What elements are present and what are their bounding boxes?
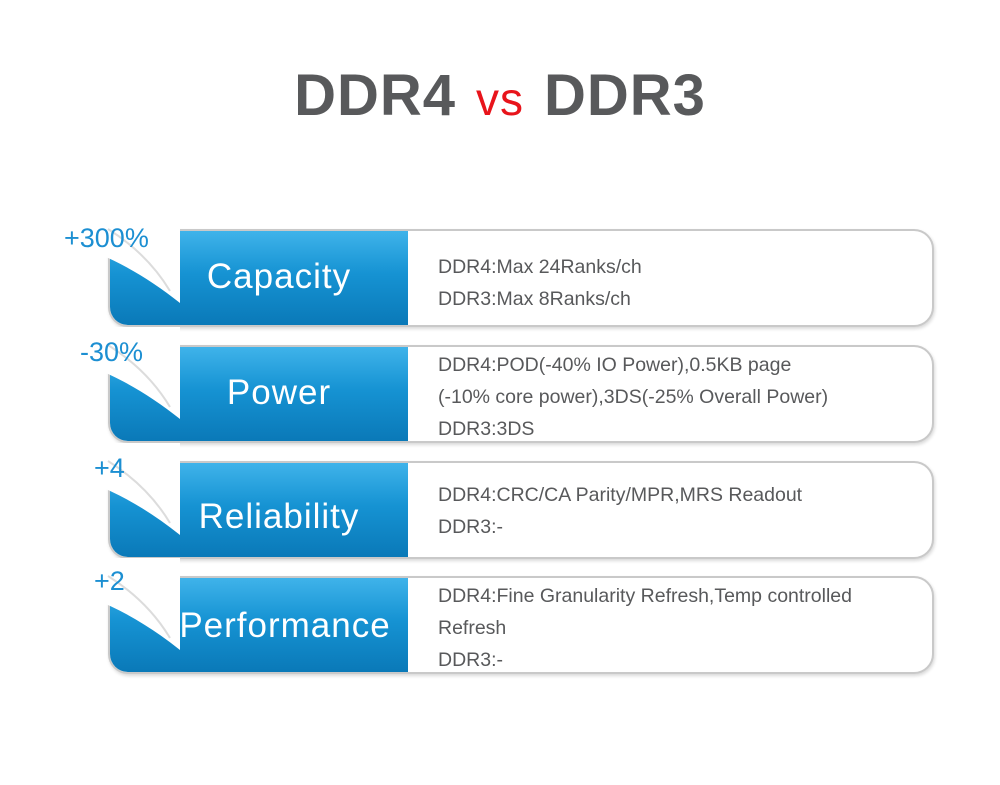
performance-label: Performance — [179, 606, 391, 645]
page-title: DDR4 vs DDR3 — [0, 62, 1000, 129]
power-details: DDR4:POD(-40% IO Power),0.5KB page (-10%… — [438, 349, 918, 441]
row-capacity: Capacity DDR4:Max 24Ranks/ch DDR3:Max 8R… — [60, 211, 934, 327]
reliability-line-1: DDR4:CRC/CA Parity/MPR,MRS Readout — [438, 484, 803, 506]
performance-line-1: DDR4:Fine Granularity Refresh,Temp contr… — [438, 585, 852, 607]
reliability-details: DDR4:CRC/CA Parity/MPR,MRS Readout DDR3:… — [438, 479, 918, 543]
performance-blue-panel: Performance — [110, 578, 408, 672]
capacity-badge: +300% — [64, 223, 149, 253]
performance-line-2: Refresh — [438, 617, 507, 639]
capacity-line-1: DDR4:Max 24Ranks/ch — [438, 256, 642, 278]
reliability-line-2: DDR3:- — [438, 516, 504, 538]
capacity-line-2: DDR3:Max 8Ranks/ch — [438, 288, 631, 310]
performance-line-3: DDR3:- — [438, 649, 504, 671]
power-badge: -30% — [80, 337, 144, 367]
capacity-details: DDR4:Max 24Ranks/ch DDR3:Max 8Ranks/ch — [438, 251, 918, 315]
capacity-label: Capacity — [206, 257, 352, 296]
title-vs: vs — [476, 73, 524, 125]
reliability-label: Reliability — [198, 497, 360, 536]
reliability-blue-panel: Reliability — [110, 463, 408, 557]
performance-card: Performance DDR4:Fine Granularity Refres… — [108, 576, 934, 674]
performance-badge: +2 — [94, 566, 125, 596]
power-card: Power DDR4:POD(-40% IO Power),0.5KB page… — [108, 345, 934, 443]
power-line-1: DDR4:POD(-40% IO Power),0.5KB page — [438, 354, 792, 376]
capacity-card: Capacity DDR4:Max 24Ranks/ch DDR3:Max 8R… — [108, 229, 934, 327]
power-line-2: (-10% core power),3DS(-25% Overall Power… — [438, 386, 829, 408]
title-ddr4: DDR4 — [294, 63, 456, 128]
title-ddr3: DDR3 — [544, 63, 706, 128]
power-line-3: DDR3:3DS — [438, 418, 535, 440]
capacity-blue-panel: Capacity — [110, 231, 408, 325]
row-reliability: Reliability DDR4:CRC/CA Parity/MPR,MRS R… — [60, 443, 934, 559]
row-performance: Performance DDR4:Fine Granularity Refres… — [60, 558, 934, 674]
reliability-badge: +4 — [94, 453, 125, 483]
power-label: Power — [226, 373, 332, 412]
performance-details: DDR4:Fine Granularity Refresh,Temp contr… — [438, 580, 918, 672]
power-blue-panel: Power — [110, 347, 408, 441]
reliability-card: Reliability DDR4:CRC/CA Parity/MPR,MRS R… — [108, 461, 934, 559]
row-power: Power DDR4:POD(-40% IO Power),0.5KB page… — [60, 327, 934, 443]
